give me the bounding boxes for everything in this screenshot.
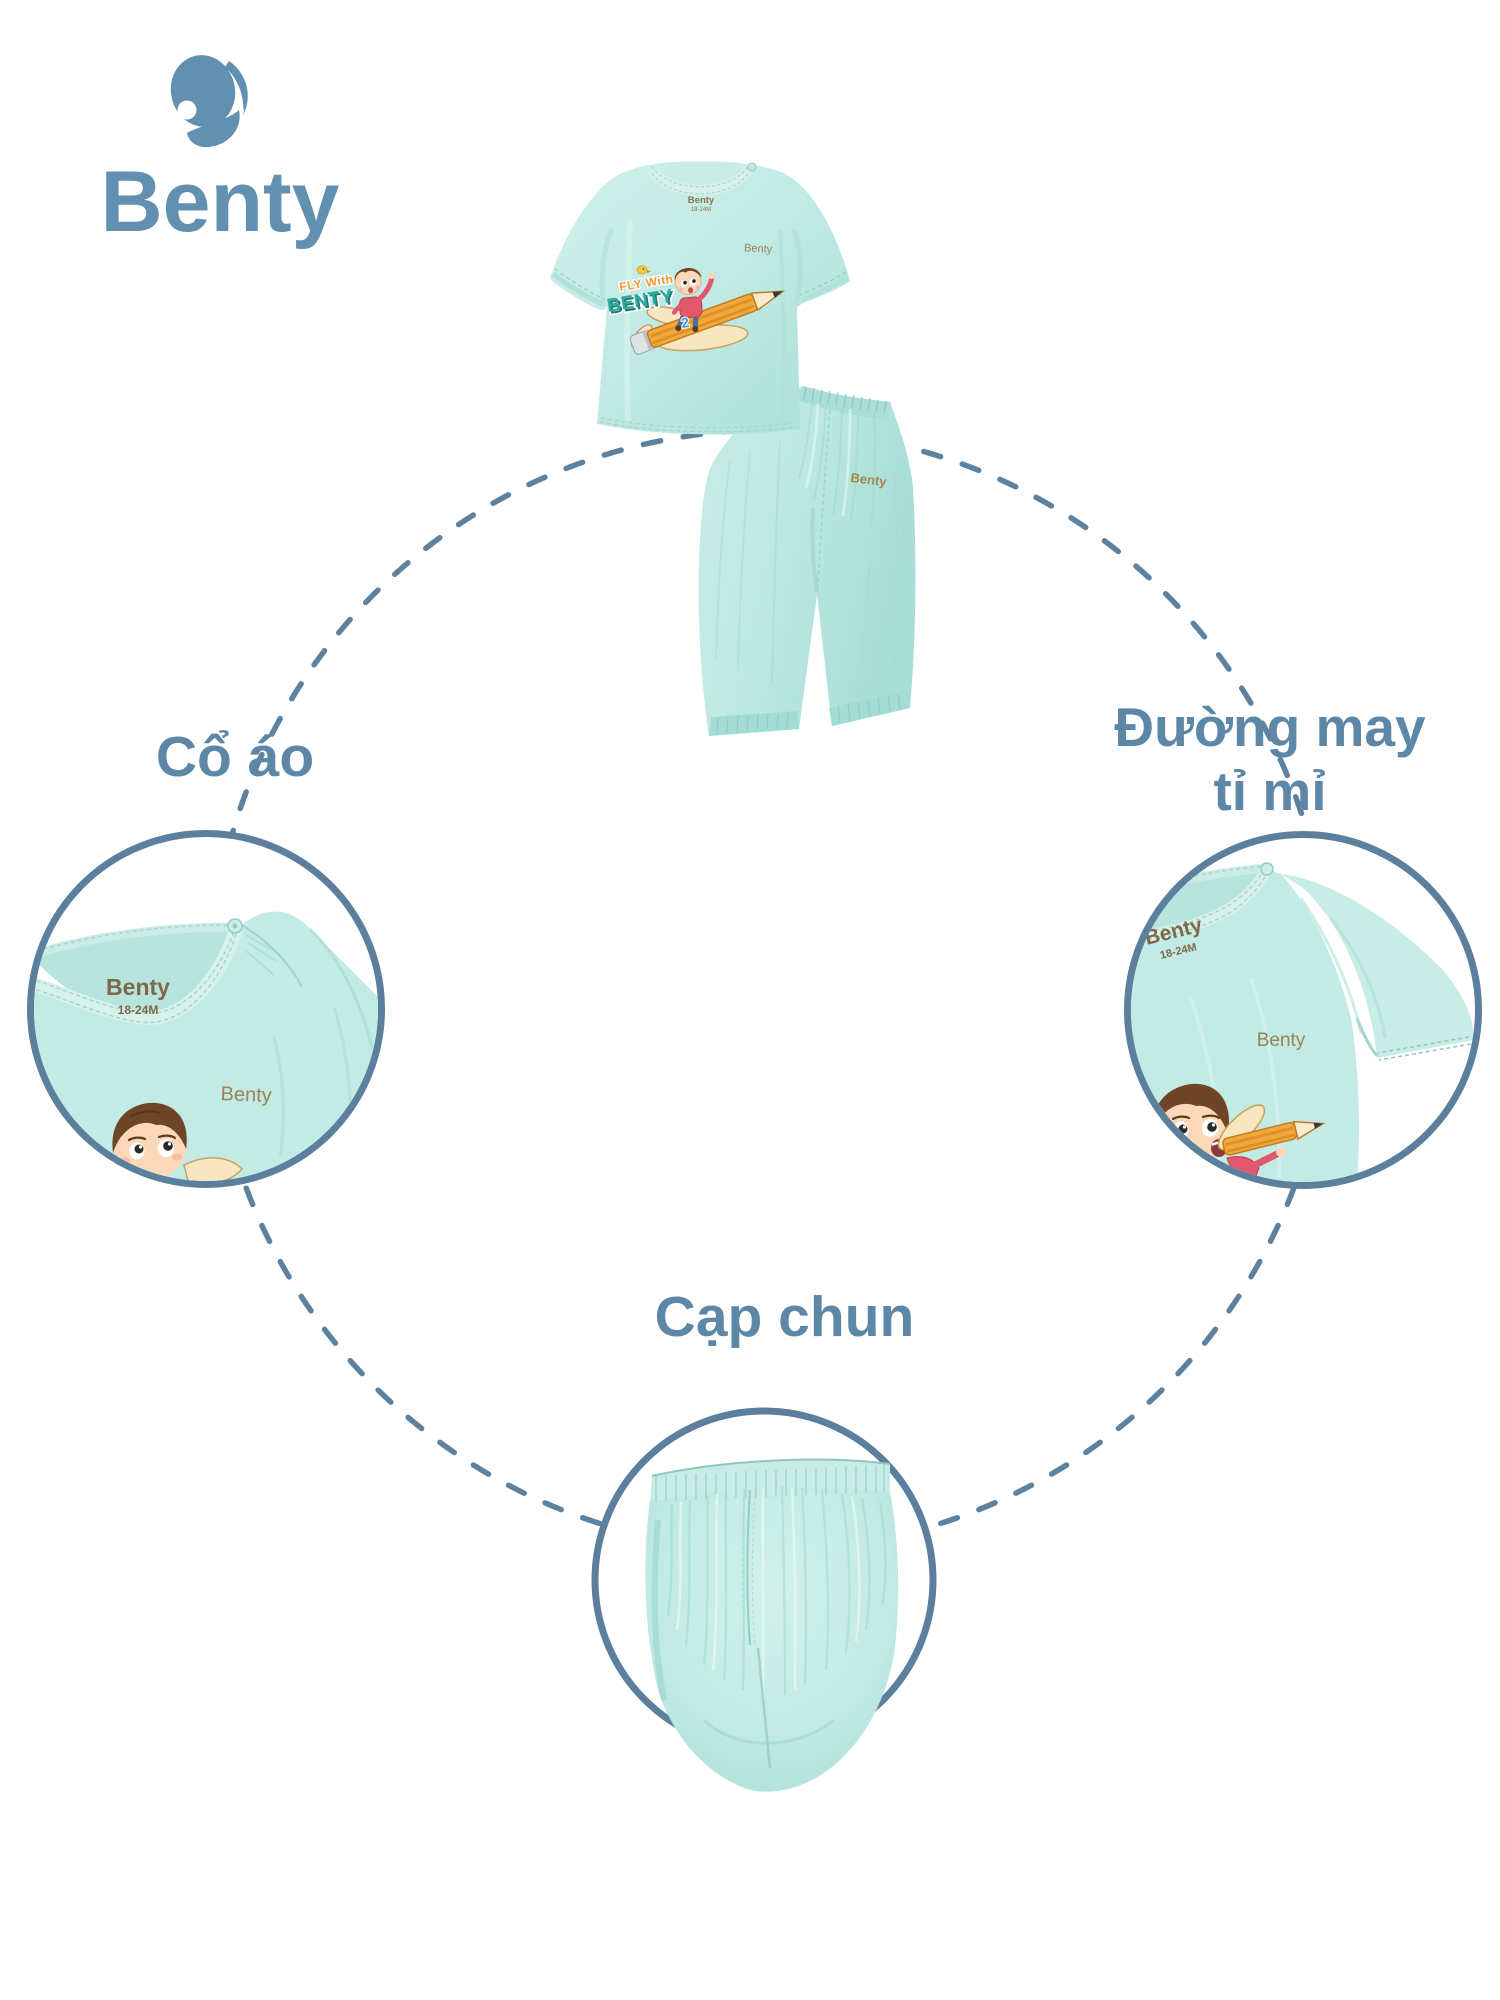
sleeve-hem-stitching (1377, 1036, 1472, 1061)
brand-logo-text: Benty (100, 154, 340, 250)
collar-front-band (647, 166, 753, 196)
detail-collar-tag-size: 18-24M (118, 1003, 159, 1017)
brand-logo: Benty (60, 45, 380, 265)
pants-photo: Benty (698, 386, 916, 736)
benty-logo-icon (170, 55, 248, 148)
waistband-feature-label: Cạp chun (654, 1285, 915, 1349)
tshirt-photo: Benty 18-24M Benty (550, 161, 850, 435)
collar-tag-size-text: 18-24M (691, 207, 711, 213)
product-set-photo: Benty Benty 18-24M Benty (550, 161, 916, 736)
collar-feature-label: Cổ áo (155, 725, 315, 789)
collar-back-band (651, 161, 749, 173)
stitching-label-line1: Đường may (1114, 696, 1426, 758)
pencil-plane-illustration (629, 268, 786, 355)
print-chick-icon (636, 265, 651, 275)
collar-detail-photo: Benty 18-24M Benty (34, 911, 378, 1181)
collar-tag-brand-text: Benty (688, 195, 715, 206)
waistband-closeup-photo (645, 1458, 899, 1792)
snap-button-detail (1260, 862, 1274, 876)
pants-hip-brand-text: Benty (850, 470, 888, 489)
chest-brand-text: Benty (744, 242, 773, 255)
stitching-detail-circle: Benty 18-24M Benty (1124, 831, 1482, 1189)
stitching-feature-label: Đường may tỉ mỉ (1070, 696, 1470, 824)
detail-chest-brand: Benty (1257, 1030, 1306, 1051)
peeking-boy-illustration (112, 1102, 187, 1180)
collar-detail-circle: Benty 18-24M Benty (27, 830, 385, 1188)
pencil-detail-illustration (1217, 1104, 1326, 1156)
stitching-label-line2: tỉ mỉ (1213, 759, 1327, 822)
print-boy-character (671, 268, 715, 333)
stitching-detail-photo: Benty 18-24M Benty (1131, 862, 1474, 1182)
wing-tip-detail (183, 1157, 244, 1181)
detail-collar-tag-brand: Benty (106, 974, 170, 1000)
detail-chest-brand: Benty (220, 1083, 272, 1107)
shoulder-snap-button (747, 162, 757, 172)
waistband-detail-circle (591, 1407, 937, 1792)
